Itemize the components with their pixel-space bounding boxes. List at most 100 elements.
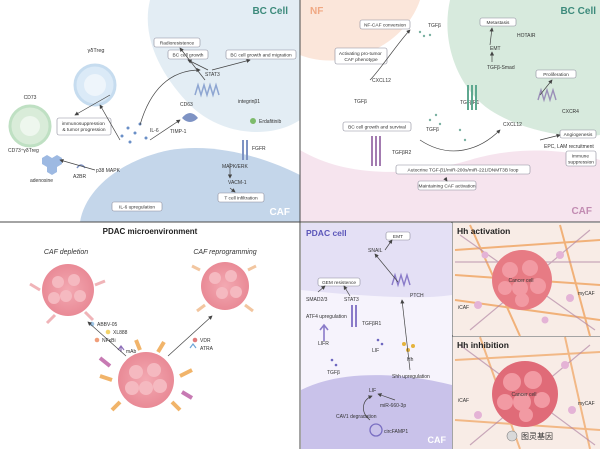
panel-d: PDAC cell CAF EMT SNAIL GEM resistence S… (301, 223, 452, 449)
lif-label: LIF (372, 348, 379, 354)
nf-caf-box (359, 19, 411, 30)
lif2-label: LIF (369, 388, 376, 394)
ptch-icon (391, 272, 411, 288)
stat3-d-label: STAT3 (344, 297, 359, 303)
adenosine-label: adenosine (30, 178, 53, 184)
panel-a: BC Cell CAF γδTreg CD73 CD73⁺γδTreg immu… (0, 0, 300, 222)
tcell-box (217, 192, 265, 203)
bc-cell-shape (147, 0, 300, 132)
nf-title: NF (310, 6, 323, 17)
hh-label: Hh (407, 357, 414, 363)
tgfbr1-d-icon (351, 305, 357, 327)
cd63-label: CD63 (180, 102, 193, 108)
il6-up-box (111, 201, 163, 212)
tgfbr1-label: TGFβR1 (460, 100, 479, 106)
vacm1-label: VACM-1 (228, 180, 247, 186)
drug-list-left: ABBV-05 XL888 NFκBi mAb (89, 321, 137, 355)
cxcl12-label-2: CXCL12 (503, 122, 522, 128)
mapk-label: MAPK/ERK (222, 164, 249, 170)
smad-label: SMAD2/3 (306, 297, 328, 303)
shh-label: Shh upregulation (392, 374, 430, 380)
adenosine-icon (42, 155, 62, 175)
timp1-icon (182, 113, 198, 122)
metastasis-text: Metastasis (487, 20, 511, 26)
icaf-f: iCAF (458, 398, 469, 404)
cancer-cell-f: Cancer cell (511, 392, 536, 398)
tgfb-d-label: TGFβ (327, 370, 340, 376)
p38-label: p38 MAPK (96, 168, 121, 174)
emt-label: EMT (490, 46, 501, 52)
fgfr-label: FGFR (252, 146, 266, 152)
proliferation-text: Proliferation (543, 72, 569, 78)
watermark-text: 图灵基因 (521, 431, 553, 441)
drug-left-0: ABBV-05 (97, 322, 118, 328)
cxcr4-label: CXCR4 (562, 109, 579, 115)
nf-caf-text: NF-CAF conversion (364, 23, 406, 29)
il6-label: IL-6 (150, 128, 159, 134)
tumor-left (29, 264, 106, 325)
tgfb-dots-b (418, 30, 467, 142)
cav1-label: CAV1 degradation (336, 414, 377, 420)
bc-growth-survival-box (342, 121, 412, 132)
caf-reprogramming-label: CAF reprogramming (193, 249, 256, 256)
mycaf-f: myCAF (578, 401, 595, 407)
snail-label: SNAIL (368, 248, 383, 254)
wechat-icon (506, 430, 518, 442)
hh-activation-title: Hh activation (457, 226, 510, 236)
ligand-dots-d (330, 338, 415, 367)
tumor-bottom (98, 339, 194, 412)
circ-label: circFAMP1 (384, 429, 408, 435)
gem-box (317, 277, 361, 287)
tgfbr2-icon (371, 136, 381, 166)
bc-growth-box (167, 49, 209, 60)
panel-f: Hh inhibition Cancer cell iCAF myCAF 图灵基… (453, 336, 600, 449)
bc-growth-migration-text: BC cell growth and migration (230, 53, 292, 59)
angiogenesis-text: Angiogenesis (564, 132, 593, 138)
immuno-text: immunosuppression & tumor progression (62, 121, 106, 133)
radioresistence-text: Radioresistence (160, 41, 195, 47)
tgfb-smad-label: TGFβ-Smad (487, 65, 515, 71)
integrin-label: integrinβ1 (238, 99, 260, 105)
activating-text: Activating pro-tumor CAF phenotype (339, 51, 383, 63)
activating-box (334, 47, 388, 65)
fgfr-icon (242, 140, 248, 160)
immuno-box (56, 117, 112, 136)
epc-label: EPC, LAM recruitment (544, 144, 594, 150)
proliferation-box (535, 69, 577, 79)
drug-right-0: VDR (200, 338, 211, 344)
tumor-right (191, 262, 257, 313)
tgfb-label-2: TGFβ (354, 99, 367, 105)
drug-list-right: VDR ATRA (189, 337, 214, 352)
tgfbr2-label: TGFβR2 (392, 150, 411, 156)
hotair-label: HOTAIR (517, 33, 536, 39)
erdafitinib-label: Erdafitinib (259, 119, 281, 125)
panel-c: PDAC microenvironment CAF depletion CAF … (29, 227, 257, 412)
gd-treg-label: γδTreg (88, 48, 105, 54)
caf-title: CAF (269, 207, 290, 218)
radioresistence-box (153, 37, 201, 48)
tgfb-label-3: TGFβ (426, 127, 439, 133)
cd73-label: CD73 (24, 95, 37, 101)
circfamp1-icon (369, 423, 383, 437)
tgfbr1-d-label: TGFβR1 (362, 321, 381, 327)
emt-d-box (385, 231, 411, 241)
immune-supp-text: Immune suppression (568, 154, 594, 166)
bc-growth-migration-box (225, 49, 297, 60)
caf-d-title: CAF (428, 435, 447, 445)
tgfbr1-icon (467, 85, 477, 110)
lifr-icon (319, 323, 329, 341)
hh-inhibition-title: Hh inhibition (457, 340, 509, 350)
tcell-text: T cell infiltration (224, 196, 258, 202)
pdac-env-title: PDAC microenvironment (103, 227, 198, 236)
panel-b: NF BC Cell CAF NF-CAF conversion TGFβ Ac… (300, 0, 600, 222)
icaf-e: iCAF (458, 305, 469, 311)
bc-cell-b-title: BC Cell (560, 6, 596, 17)
lifr-label: LIFR (318, 341, 329, 347)
gem-text: GEM resistence (322, 280, 356, 286)
atf4-label: ATF4 upregulation (306, 314, 347, 320)
drug-left-3: mAb (126, 349, 137, 355)
bc-growth-text: BC cell growth (173, 53, 204, 59)
il6-up-text: IL-6 upregulation (119, 205, 155, 211)
mir-label: miR-660-3p (380, 403, 406, 409)
